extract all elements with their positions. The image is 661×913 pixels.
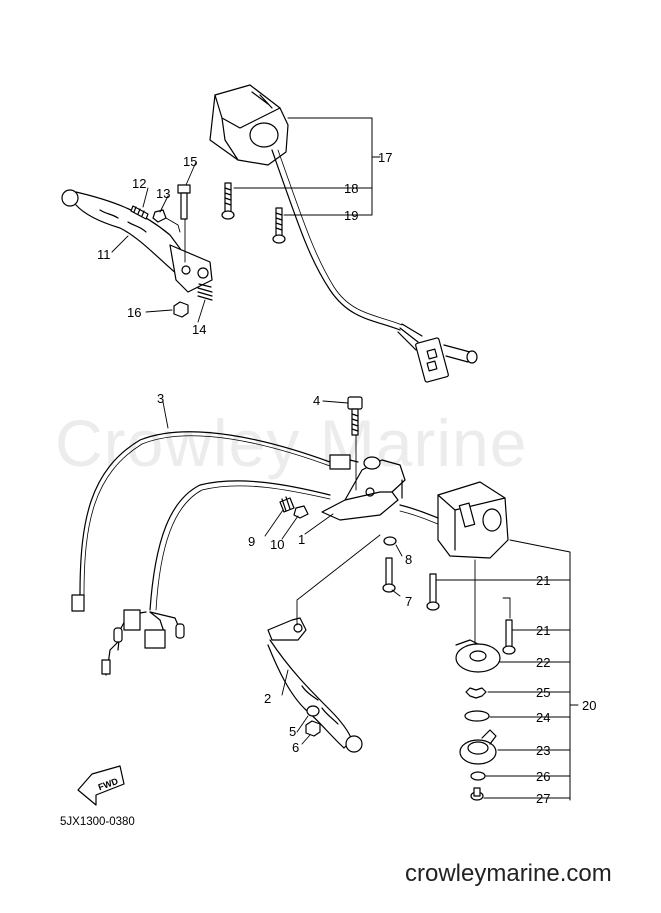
callout-5: 5 <box>289 724 296 739</box>
callout-labels: 15 12 13 11 16 14 17 18 19 3 4 9 10 1 8 … <box>97 150 596 806</box>
screw-9 <box>279 496 295 513</box>
starwasher-25 <box>465 687 487 699</box>
callout-17: 17 <box>378 150 392 165</box>
bracket-20 <box>435 539 579 801</box>
callout-21a: 21 <box>536 573 550 588</box>
washer-8 <box>383 536 397 546</box>
screw-18 <box>221 182 235 220</box>
connector-upper <box>397 323 478 383</box>
switch-housing-upper <box>209 84 289 166</box>
cable-upper <box>271 149 401 331</box>
bolt-15 <box>177 184 191 220</box>
callout-27: 27 <box>536 791 550 806</box>
fwd-arrow-icon: FWD <box>77 765 125 806</box>
callout-12: 12 <box>132 176 146 191</box>
callout-20: 20 <box>582 698 596 713</box>
callout-10: 10 <box>270 537 284 552</box>
callout-4: 4 <box>313 393 320 408</box>
callout-14: 14 <box>192 322 206 337</box>
washer-5 <box>306 705 320 717</box>
callout-3: 3 <box>157 391 164 406</box>
callout-24: 24 <box>536 710 550 725</box>
bracket-1 <box>321 456 406 521</box>
cable-end-3 <box>71 454 359 612</box>
washer-26 <box>470 771 486 781</box>
callout-13: 13 <box>156 186 170 201</box>
callout-11: 11 <box>97 247 111 262</box>
lever-2 <box>267 617 363 753</box>
cable-3 <box>79 431 331 596</box>
part-code: 5JX1300-0380 <box>60 816 135 828</box>
screw-12 <box>130 205 149 220</box>
callout-9: 9 <box>248 534 255 549</box>
nut-16 <box>173 301 189 318</box>
harness-lower <box>101 480 331 676</box>
callout-8: 8 <box>405 552 412 567</box>
switch-housing-lower <box>399 481 509 559</box>
screw-19 <box>272 207 286 244</box>
bolt-4 <box>347 396 363 436</box>
callout-6: 6 <box>292 740 299 755</box>
site-name: crowleymarine.com <box>405 860 612 887</box>
callout-22: 22 <box>536 655 550 670</box>
callout-2: 2 <box>264 691 271 706</box>
callout-25: 25 <box>536 685 550 700</box>
callout-23: 23 <box>536 743 550 758</box>
callout-19: 19 <box>344 208 358 223</box>
screw-21a <box>426 573 440 611</box>
spring-14 <box>197 283 213 301</box>
callout-21b: 21 <box>536 623 550 638</box>
lever-11 <box>61 189 213 293</box>
knob-23 <box>459 729 497 765</box>
callout-16: 16 <box>127 305 141 320</box>
callout-7: 7 <box>405 594 412 609</box>
nut-13 <box>152 209 167 223</box>
bracket-17 <box>233 117 381 216</box>
washer-24 <box>464 710 490 722</box>
callout-26: 26 <box>536 769 550 784</box>
grip-22 <box>455 639 501 673</box>
nut-6 <box>305 720 321 737</box>
screw-7 <box>382 557 396 593</box>
screw-21b <box>502 619 516 655</box>
leader-lines <box>111 161 403 745</box>
nut-10 <box>293 505 309 519</box>
callout-15: 15 <box>183 154 197 169</box>
callout-18: 18 <box>344 181 358 196</box>
screw-27 <box>470 787 484 801</box>
callout-1: 1 <box>298 532 305 547</box>
